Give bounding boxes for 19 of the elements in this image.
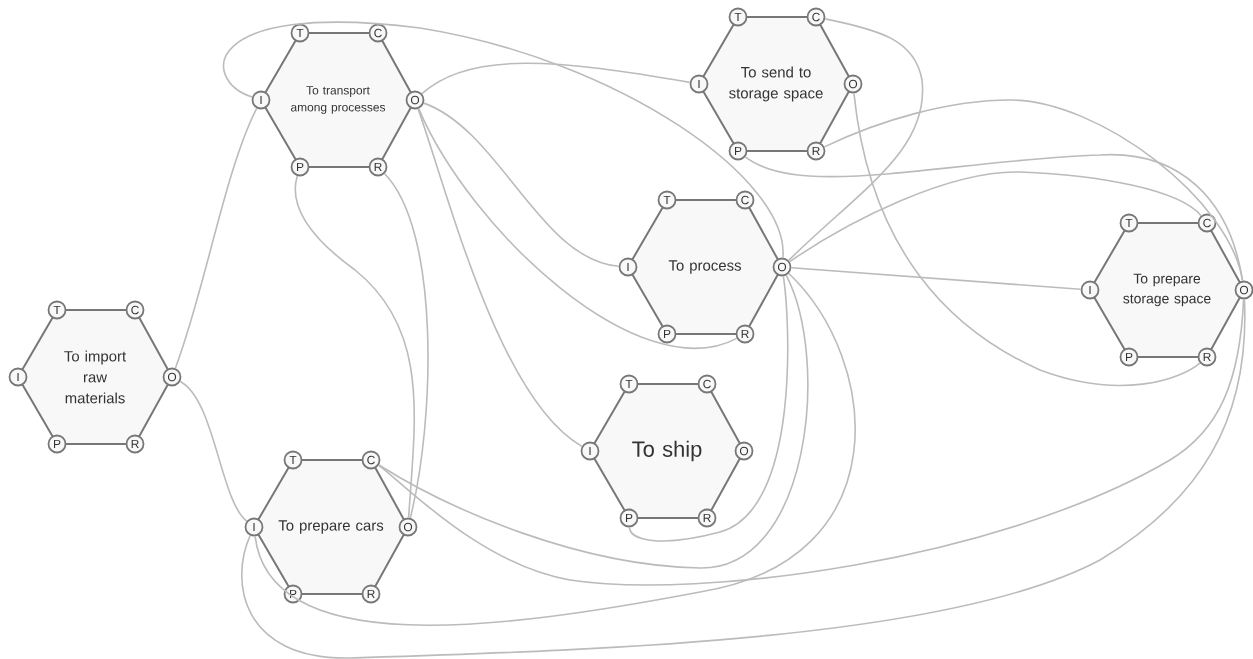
connector-line bbox=[377, 298, 1245, 586]
connector-line bbox=[174, 107, 258, 369]
connector-line bbox=[421, 62, 691, 95]
connector-line bbox=[222, 21, 784, 259]
connector-line bbox=[383, 172, 429, 519]
connector-line bbox=[254, 272, 856, 626]
connector-line bbox=[423, 102, 620, 268]
connector-line bbox=[787, 18, 924, 262]
connector-line bbox=[628, 275, 789, 542]
connector-line bbox=[179, 380, 248, 522]
connector-line bbox=[417, 107, 738, 349]
connector-line bbox=[378, 274, 809, 569]
connector-line bbox=[241, 298, 1246, 659]
connector-line bbox=[788, 171, 1202, 263]
connector-line bbox=[417, 108, 583, 448]
connector-line bbox=[790, 266, 1082, 291]
connector-line bbox=[744, 154, 1244, 282]
connector-line bbox=[853, 92, 1201, 387]
connector-line bbox=[294, 175, 416, 519]
